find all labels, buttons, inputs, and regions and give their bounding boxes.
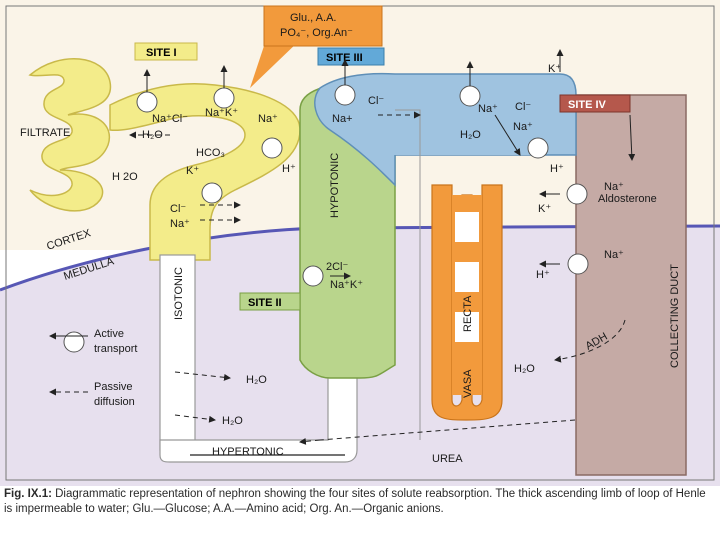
legend-active-label-1: Active bbox=[94, 328, 124, 340]
ion-na-plus: Na+ bbox=[332, 113, 353, 125]
proximal-tubule bbox=[109, 82, 301, 261]
site-4-label: SITE IV bbox=[568, 99, 607, 111]
filtrate-label: FILTRATE bbox=[20, 127, 70, 139]
recta-label: RECTA bbox=[462, 295, 474, 332]
urea-dashed-path bbox=[319, 419, 576, 441]
distal-tubule-fill bbox=[392, 100, 532, 155]
passive-arrow bbox=[174, 414, 216, 423]
callout-box bbox=[263, 5, 383, 47]
ion-2cl: 2Cl⁻ bbox=[326, 261, 349, 273]
ion-hco3: HCO₃ bbox=[196, 147, 225, 159]
hypotonic-label: HYPOTONIC bbox=[329, 153, 341, 218]
ion-cl-3: Cl⁻ bbox=[515, 101, 531, 113]
ion-k-1: K⁺ bbox=[186, 165, 199, 177]
caption-fig-number: Fig. IX.1: bbox=[4, 488, 52, 500]
callout-line-1: Glu., A.A. bbox=[290, 12, 336, 24]
distal-edge bbox=[395, 109, 421, 440]
site-1-badge bbox=[134, 42, 198, 61]
glomerulus bbox=[28, 58, 112, 212]
callout-pointer bbox=[250, 40, 300, 88]
vasa-gap-2 bbox=[455, 262, 479, 292]
transporter-circle bbox=[459, 85, 481, 107]
passive-arrow bbox=[299, 437, 321, 445]
active-arrow bbox=[628, 114, 636, 161]
ion-h2o-6: H₂O bbox=[514, 363, 535, 375]
transporter-circle bbox=[201, 182, 223, 204]
ion-h-2: H⁺ bbox=[550, 163, 564, 175]
ion-h-3: H⁺ bbox=[536, 269, 550, 281]
site-1-label: SITE I bbox=[146, 47, 177, 59]
transporter-circle bbox=[213, 87, 235, 109]
ion-na-6: Na⁺ bbox=[604, 249, 624, 261]
collecting-duct-label: COLLECTING DUCT bbox=[669, 264, 681, 368]
ion-h2o-3: H₂O bbox=[460, 129, 481, 141]
legend-active-circle bbox=[63, 331, 85, 353]
ion-na-5: Na⁺ bbox=[604, 181, 624, 193]
site-3-badge bbox=[317, 47, 385, 66]
site-2-label: SITE II bbox=[248, 297, 282, 309]
ion-na-cl-1: Na⁺Cl⁻ bbox=[152, 113, 188, 125]
ion-cl-2: Cl⁻ bbox=[368, 95, 384, 107]
ion-h-1: H⁺ bbox=[282, 163, 296, 175]
ion-k-3: K⁺ bbox=[538, 203, 551, 215]
descending-limb bbox=[159, 254, 196, 451]
ion-na-1: Na⁺ bbox=[258, 113, 278, 125]
isotonic-label: ISOTONIC bbox=[173, 267, 185, 320]
ion-cl-1: Cl⁻ bbox=[170, 203, 186, 215]
legend-passive-label-1: Passive bbox=[94, 381, 133, 393]
ion-h2o-4: H₂O bbox=[246, 374, 267, 386]
site-2-badge bbox=[239, 292, 301, 311]
legend-active-label-2: transport bbox=[94, 343, 137, 355]
legend-passive-label-2: diffusion bbox=[94, 396, 135, 408]
ion-na-k-2: Na⁺K⁺ bbox=[330, 279, 363, 291]
transporter-circle bbox=[302, 265, 324, 287]
ion-na-4: Na⁺ bbox=[513, 121, 533, 133]
ion-h2o-2: H 2O bbox=[112, 171, 138, 183]
callout-line-2: PO₄⁻, Org.An⁻ bbox=[280, 27, 353, 39]
ion-k-2: K⁺ bbox=[548, 63, 561, 75]
ion-h2o-1: H₂O bbox=[142, 129, 163, 141]
ion-h2o-5: H₂O bbox=[222, 415, 243, 427]
transporter-circle bbox=[567, 253, 589, 275]
transporter-circle bbox=[334, 84, 356, 106]
transporter-circle bbox=[136, 91, 158, 113]
site-4-badge bbox=[559, 94, 631, 113]
adh-arrow bbox=[554, 319, 626, 363]
vasa-gap-3 bbox=[455, 312, 479, 342]
site-3-label: SITE III bbox=[326, 52, 363, 64]
passive-arrow bbox=[174, 371, 231, 381]
vasa-label: VASA bbox=[462, 369, 474, 398]
active-arrow bbox=[494, 114, 521, 156]
transporter-circle bbox=[261, 137, 283, 159]
figure-caption: Fig. IX.1: Diagrammatic representation o… bbox=[4, 487, 716, 517]
ion-na-3: Na⁺ bbox=[478, 103, 498, 115]
loop-bottom bbox=[159, 374, 358, 463]
transporter-circle bbox=[527, 137, 549, 159]
urea-label: UREA bbox=[432, 453, 463, 465]
vasa-gap-1 bbox=[455, 212, 479, 242]
aldosterone-label: Aldosterone bbox=[598, 193, 657, 205]
transporter-circle bbox=[566, 183, 588, 205]
hypertonic-label: HYPERTONIC bbox=[212, 446, 284, 458]
caption-text: Diagrammatic representation of nephron s… bbox=[4, 488, 706, 515]
ion-na-k-1: Na⁺K⁺ bbox=[205, 107, 238, 119]
ion-na-2: Na⁺ bbox=[170, 218, 190, 230]
